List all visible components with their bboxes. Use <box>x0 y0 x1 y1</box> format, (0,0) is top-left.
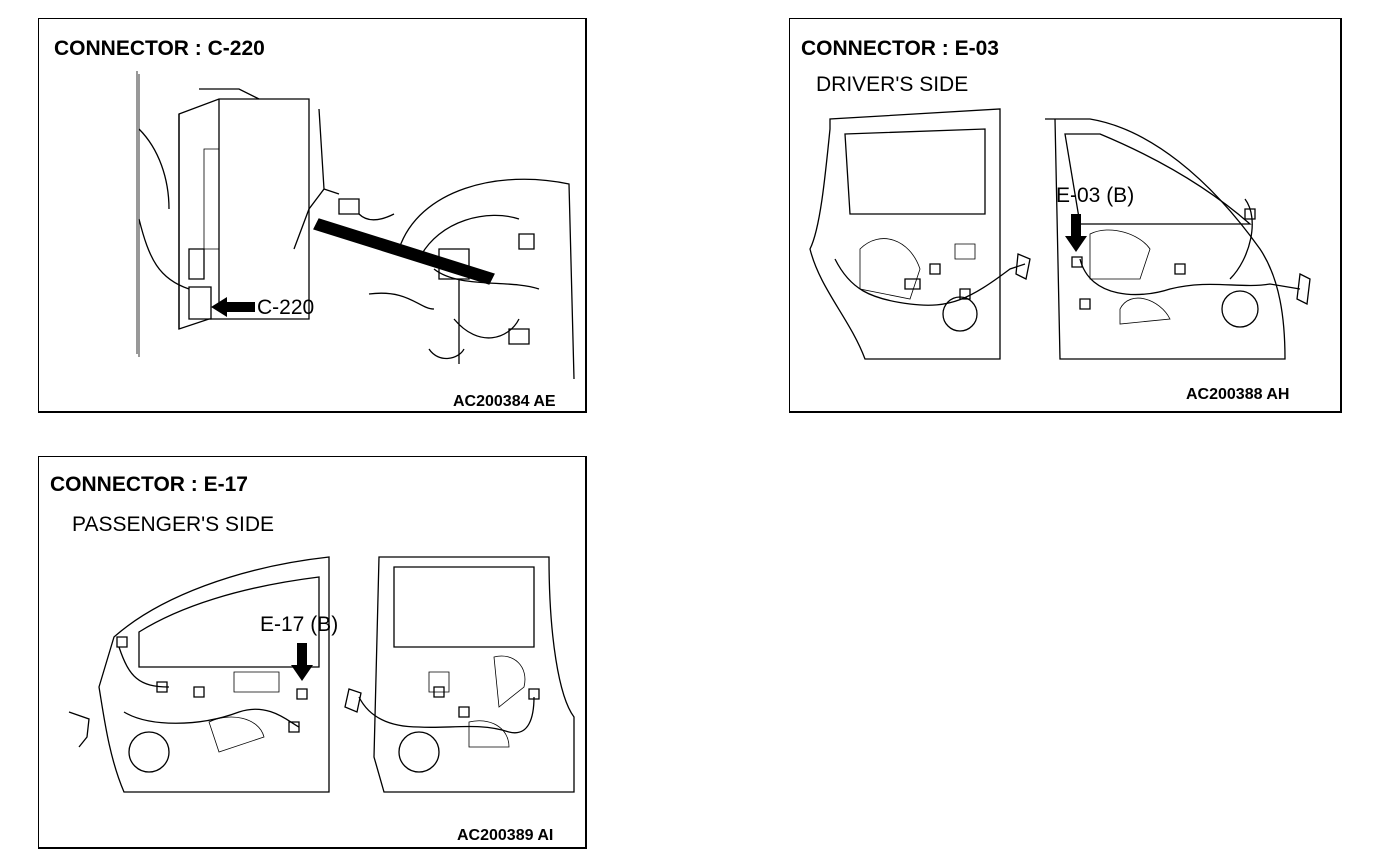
arrow-left-icon <box>211 297 255 317</box>
connector-panel-c220: CONNECTOR : C-220 C-220 AC200384 AE <box>38 18 587 413</box>
panel-subtitle: DRIVER'S SIDE <box>816 73 969 96</box>
arrow-down-icon <box>291 643 313 681</box>
figure-code: AC200388 AH <box>1186 386 1290 403</box>
panel-title: CONNECTOR : E-03 <box>801 37 999 60</box>
panel-title: CONNECTOR : E-17 <box>50 473 248 496</box>
connector-callout: E-03 (B) <box>1056 184 1135 207</box>
driver-door-illustration <box>809 108 1311 360</box>
arrow-down-icon <box>1065 214 1087 252</box>
figure-code: AC200384 AE <box>453 393 556 410</box>
connector-panel-e17: CONNECTOR : E-17 PASSENGER'S SIDE E-17 (… <box>38 456 587 849</box>
connector-panel-e03: CONNECTOR : E-03 DRIVER'S SIDE E-03 (B) … <box>789 18 1342 413</box>
figure-code: AC200389 AI <box>457 827 554 844</box>
connector-callout: E-17 (B) <box>260 613 339 636</box>
c220-location-illustration <box>136 71 575 380</box>
panel-title: CONNECTOR : C-220 <box>54 37 265 60</box>
connector-callout: C-220 <box>257 296 315 319</box>
panel-subtitle: PASSENGER'S SIDE <box>72 513 275 536</box>
passenger-door-illustration <box>68 556 575 793</box>
